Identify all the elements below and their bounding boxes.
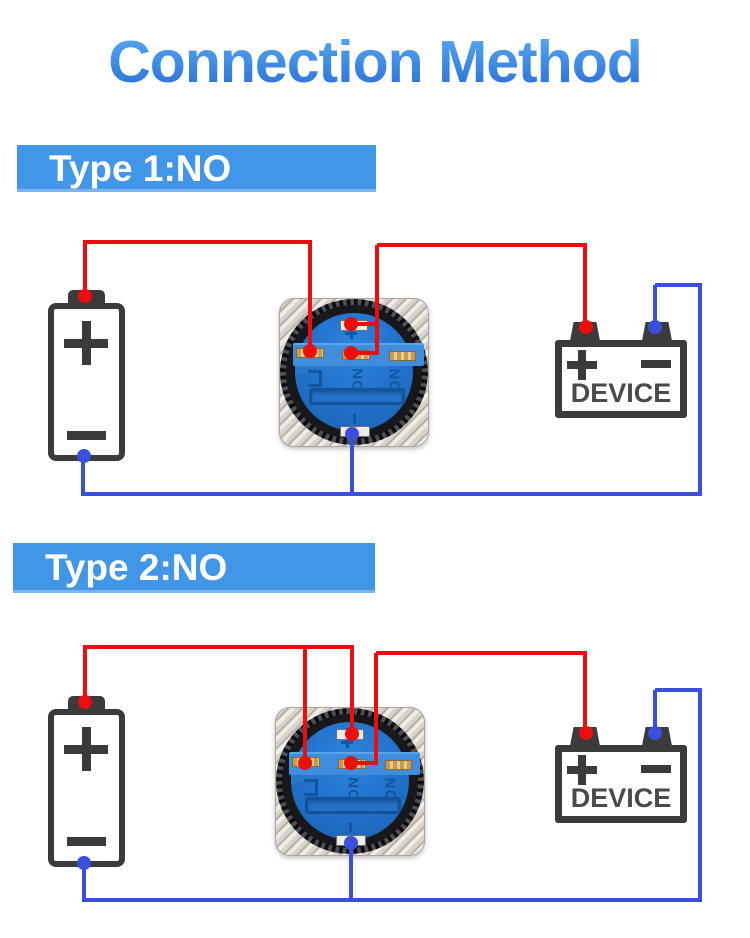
battery (48, 696, 125, 867)
device-minus-symbol (641, 765, 671, 773)
switch-led-terminal-bottom (340, 426, 370, 437)
switch-terminal-nc (389, 351, 416, 361)
red-wire-segment (83, 242, 87, 297)
page-title: Connection Method (0, 28, 750, 96)
switch-terminal-nc (385, 760, 412, 770)
device-body: DEVICE (555, 745, 687, 823)
lamp-symbol-icon (304, 779, 318, 796)
device-label: DEVICE (570, 378, 672, 408)
battery-minus-symbol (67, 837, 106, 846)
red-wire-segment (83, 240, 312, 244)
push-button-switch-photo: NO NC (275, 707, 425, 857)
push-button-switch-photo: NO NC (279, 298, 429, 448)
switch-led-terminal-top (336, 729, 364, 740)
blue-wire-segment (655, 688, 702, 692)
device-terminal-negative (642, 727, 672, 746)
switch-slot (305, 797, 401, 814)
battery-plus-symbol (64, 321, 108, 365)
lamp-symbol-icon (308, 370, 322, 387)
blue-wire-segment (84, 898, 702, 902)
device: DEVICE (555, 727, 687, 823)
switch-led-plus-mark (345, 327, 357, 339)
type1-banner: Type 1:NO (17, 145, 376, 192)
battery-minus-symbol (67, 431, 106, 440)
device-terminal-positive (570, 727, 600, 746)
type1-banner-label: Type 1:NO (49, 147, 232, 189)
switch-terminal-no (342, 350, 370, 360)
battery-terminal-cap (68, 696, 105, 710)
device-minus-symbol (641, 360, 671, 368)
switch-slot (309, 388, 405, 405)
type2-banner-label: Type 2:NO (45, 547, 228, 588)
blue-wire-segment (83, 492, 702, 496)
red-wire-segment (83, 645, 354, 649)
red-wire-segment (583, 245, 587, 328)
red-wire-segment (376, 651, 587, 655)
switch-led-bottom-mark (353, 414, 356, 423)
battery-body (48, 709, 125, 867)
blue-wire-segment (655, 283, 702, 287)
switch-terminal-no (338, 759, 366, 769)
battery-body (48, 303, 125, 461)
device-plus-symbol (567, 755, 597, 785)
device: DEVICE (555, 322, 687, 418)
red-wire-segment (83, 647, 87, 703)
device-label: DEVICE (570, 783, 672, 813)
type2-banner: Type 2:NO (13, 543, 375, 593)
switch-terminal-common (296, 348, 324, 358)
red-wire-segment (583, 653, 587, 734)
switch-terminal-common (292, 757, 320, 767)
device-plus-symbol (567, 350, 597, 380)
blue-wire-segment (81, 456, 85, 496)
red-wire-segment (377, 243, 587, 247)
switch-led-plus-mark (341, 736, 353, 748)
device-terminal-positive (570, 322, 600, 341)
switch-led-terminal-top (340, 320, 368, 331)
battery (48, 290, 125, 461)
device-body: DEVICE (555, 340, 687, 418)
device-terminal-negative (642, 322, 672, 341)
blue-wire-segment (82, 863, 86, 902)
battery-terminal-cap (68, 290, 105, 304)
battery-plus-symbol (64, 727, 108, 771)
switch-led-terminal-bottom (336, 835, 366, 846)
switch-led-bottom-mark (349, 823, 352, 832)
blue-wire-segment (698, 285, 702, 494)
blue-wire-segment (698, 690, 702, 902)
